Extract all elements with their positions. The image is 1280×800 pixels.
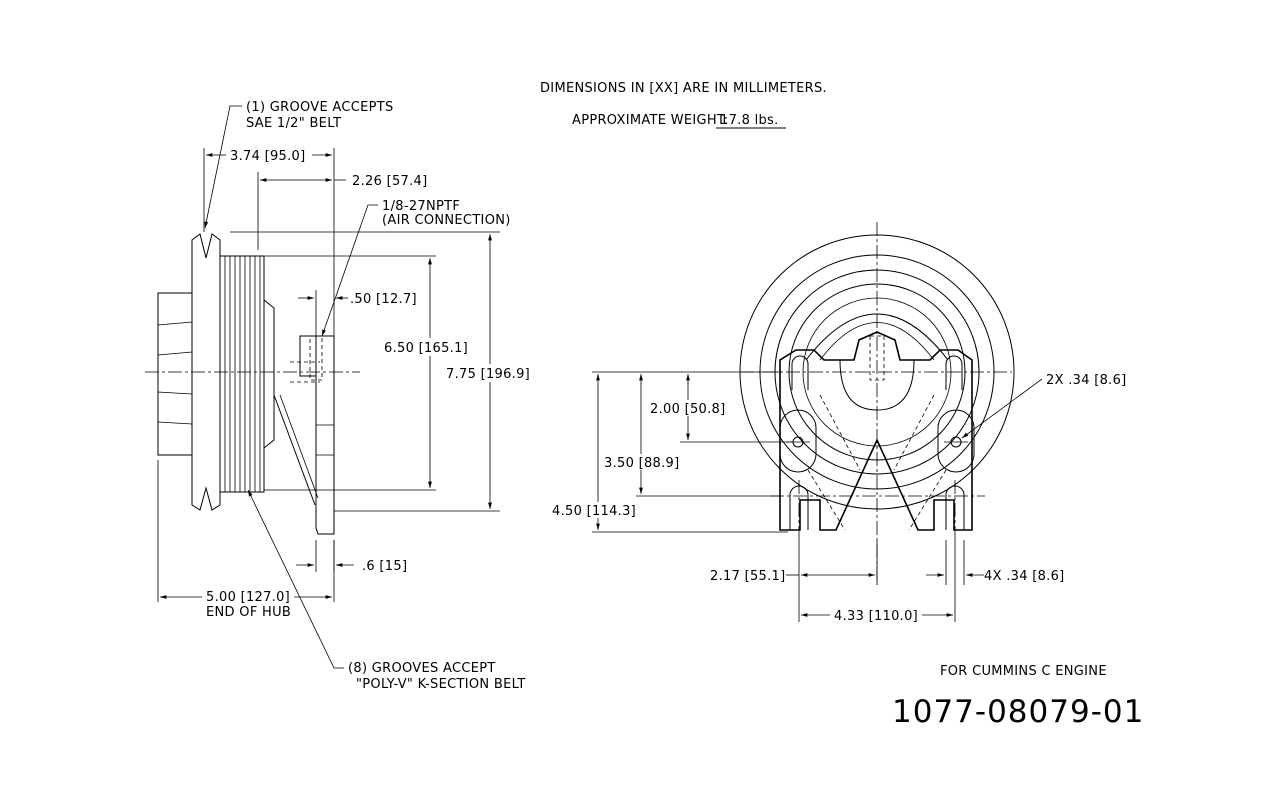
dim-pulley: 2.26 [57.4] bbox=[352, 174, 427, 189]
air-leader bbox=[321, 204, 378, 337]
polyv-note-line1: (8) GROOVES ACCEPT bbox=[348, 661, 496, 676]
bracket-boss bbox=[839, 359, 915, 411]
dim-air: .50 [12.7] bbox=[350, 292, 417, 307]
boss-arc bbox=[805, 313, 949, 361]
engine-note: FOR CUMMINS C ENGINE bbox=[940, 664, 1107, 679]
polyv-note-line2: "POLY-V" K-SECTION BELT bbox=[356, 677, 526, 692]
groove-note-line2: SAE 1/2" BELT bbox=[246, 116, 341, 131]
mounting-flange bbox=[315, 335, 335, 535]
dim-v2: 3.50 [88.9] bbox=[604, 456, 679, 471]
clutch-taper bbox=[273, 394, 316, 506]
dim-overall: 3.74 [95.0] bbox=[230, 149, 305, 164]
dim-slot4: 4X .34 [8.6] bbox=[984, 569, 1065, 584]
boss-arc-2 bbox=[819, 322, 935, 361]
slot-mid-right bbox=[937, 409, 975, 473]
pulley-circle-5 bbox=[802, 297, 952, 447]
mounting-bracket bbox=[779, 331, 973, 531]
pulley-circle-4 bbox=[788, 283, 966, 461]
slot-top-left bbox=[791, 355, 809, 390]
hub-step-3 bbox=[157, 391, 193, 395]
hub-note: END OF HUB bbox=[206, 605, 291, 620]
side-view: (1) GROOVE ACCEPTS SAE 1/2" BELT 3.74 [9… bbox=[145, 100, 538, 692]
groove-note-line1: (1) GROOVE ACCEPTS bbox=[246, 100, 394, 115]
front-view: 2X .34 [8.6] 2.00 [50.8] 3.50 [88.9] 4.5… bbox=[548, 222, 1127, 624]
part-number: 1077-08079-01 bbox=[892, 694, 1144, 730]
dim-outer-dia: 7.75 [196.9] bbox=[446, 367, 530, 382]
dim-flange: .6 [15] bbox=[362, 559, 407, 574]
hub-body bbox=[157, 292, 193, 456]
air-housing bbox=[299, 335, 317, 377]
air-note-line1: 1/8-27NPTF bbox=[382, 199, 460, 214]
polyv-leader bbox=[247, 489, 344, 669]
slot-mid-left bbox=[779, 409, 817, 473]
slot-top-right bbox=[945, 355, 963, 390]
polyv-grooves bbox=[224, 256, 261, 492]
clutch-taper-2 bbox=[279, 394, 319, 499]
boss-port bbox=[869, 335, 885, 381]
hub-step-4 bbox=[157, 421, 193, 425]
dim-groove-dia: 6.50 [165.1] bbox=[384, 341, 468, 356]
weight-label: APPROXIMATE WEIGHT: bbox=[572, 113, 728, 128]
hub-step-1 bbox=[157, 321, 193, 326]
polyv-pulley bbox=[219, 255, 265, 493]
dim-v3: 4.50 [114.3] bbox=[552, 504, 636, 519]
dim-hub: 5.00 [127.0] bbox=[206, 590, 290, 605]
dim-h2: 4.33 [110.0] bbox=[834, 609, 918, 624]
single-groove-pulley bbox=[191, 233, 221, 511]
hub-step-2 bbox=[157, 351, 193, 356]
clutch-body bbox=[263, 299, 275, 449]
dim-slot: 2X .34 [8.6] bbox=[1046, 373, 1127, 388]
air-note-line2: (AIR CONNECTION) bbox=[382, 213, 511, 228]
groove-leader bbox=[204, 105, 242, 229]
units-note: DIMENSIONS IN [XX] ARE IN MILLIMETERS. bbox=[540, 81, 827, 96]
dim-h1: 2.17 [55.1] bbox=[710, 569, 785, 584]
dim-v1: 2.00 [50.8] bbox=[650, 402, 725, 417]
weight-value: 17.8 lbs. bbox=[720, 113, 779, 128]
